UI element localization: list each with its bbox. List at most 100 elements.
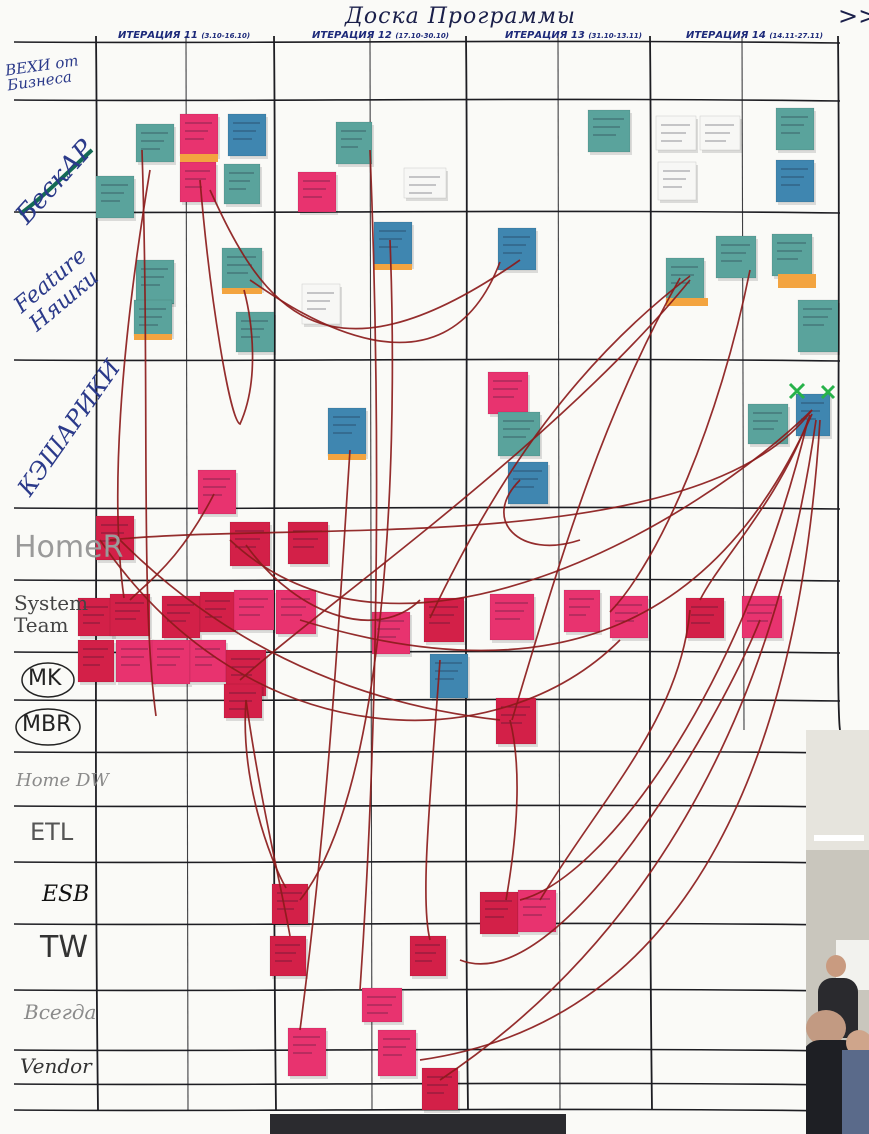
- grid-row-line: [13, 922, 841, 926]
- yarn-dependency-string: [439, 419, 817, 1081]
- sticky-note: [77, 597, 115, 637]
- sticky-note: [109, 593, 151, 637]
- yarn-dependency-string: [245, 699, 291, 937]
- sticky-note: [229, 521, 271, 567]
- sticky-note-orange-tab: [374, 264, 412, 270]
- sticky-note: [373, 221, 413, 267]
- yarn-dependency-string: [141, 149, 157, 717]
- iteration-header-13: ИТЕРАЦИЯ 13 (31.10-13.11): [505, 30, 642, 41]
- row-label-system-team: System Team: [14, 591, 89, 637]
- sticky-note: [361, 987, 403, 1023]
- sticky-note: [795, 393, 831, 437]
- iteration-header-11: ИТЕРАЦИЯ 11 (3.10-16.10): [118, 30, 251, 41]
- yarn-dependency-string: [229, 409, 813, 605]
- yarn-dependency-string: [299, 449, 351, 1031]
- sticky-note-orange-tab: [778, 274, 816, 288]
- sticky-note: [297, 171, 337, 213]
- sticky-note: [269, 935, 307, 977]
- yarn-dependency-string: [299, 239, 394, 901]
- sticky-note-orange-tab: [328, 454, 366, 460]
- board-bottom-edge: [270, 1114, 566, 1134]
- sticky-note: [197, 469, 237, 515]
- sticky-note: [655, 115, 697, 151]
- iteration-header-14: ИТЕРАЦИЯ 14 (14.11-27.11): [686, 30, 823, 41]
- green-pin-icon: [820, 384, 836, 400]
- sticky-note: [487, 371, 529, 415]
- sticky-note: [135, 259, 175, 305]
- yarn-dependency-string: [245, 544, 421, 621]
- sticky-note: [403, 167, 447, 199]
- sticky-note: [517, 889, 557, 933]
- row-label-mk: MK: [28, 666, 62, 691]
- row-label-mbr: MBR: [22, 712, 72, 737]
- yarn-dependency-string: [299, 413, 813, 652]
- sticky-note: [685, 597, 725, 639]
- yarn-dependency-string: [116, 169, 151, 599]
- yarn-dependency-string: [99, 539, 621, 722]
- room-photo-inset: [806, 730, 869, 1134]
- yarn-dependency-string: [699, 414, 811, 601]
- yarn-dependency-string: [459, 619, 761, 965]
- yarn-dependency-string: [249, 261, 501, 344]
- sticky-note: [179, 161, 217, 203]
- sticky-note: [275, 589, 317, 635]
- sticky-note: [423, 597, 465, 643]
- sticky-note: [77, 639, 115, 683]
- sticky-note: [587, 109, 631, 153]
- sticky-note: [657, 161, 697, 201]
- yarn-dependency-string: [511, 277, 681, 721]
- sticky-note: [133, 299, 173, 337]
- sticky-note: [335, 121, 373, 165]
- green-pin-icon: [788, 382, 806, 400]
- row-label-homer: HomeR: [14, 530, 124, 565]
- sticky-note: [301, 283, 341, 325]
- grid-subcolumn-line: [185, 35, 189, 1111]
- yarn-dependency-string: [209, 189, 521, 330]
- row-label-vendor: Vendor: [20, 1054, 92, 1078]
- sticky-note: [771, 233, 813, 277]
- sticky-note: [609, 595, 649, 639]
- grid-row-line: [13, 578, 841, 582]
- sticky-note: [563, 589, 601, 633]
- grid-row-line: [13, 40, 841, 44]
- row-label-esb: ESB: [42, 882, 90, 907]
- grid-row-line: [13, 98, 841, 102]
- grid-column-line: [273, 35, 277, 1111]
- grid-row-line: [13, 750, 841, 754]
- sticky-note: [115, 639, 155, 683]
- sticky-note: [421, 1067, 459, 1111]
- grid-row-line: [13, 860, 841, 864]
- row-label-etl: ETL: [30, 818, 74, 846]
- yarn-dependency-string: [419, 419, 821, 1061]
- yarn-dependency-string: [244, 699, 287, 889]
- yarn-dependency-string: [505, 719, 518, 901]
- yarn-dependency-string: [429, 275, 691, 619]
- sticky-note: [235, 311, 275, 353]
- sticky-note: [479, 891, 519, 935]
- yarn-dependency-string: [199, 179, 254, 426]
- sticky-note: [797, 299, 839, 353]
- iteration-header-12: ИТЕРАЦИЯ 12 (17.10-30.10): [312, 30, 449, 41]
- yarn-dependency-string: [425, 659, 441, 941]
- sticky-note-orange-tab: [134, 334, 172, 340]
- grid-row-line: [13, 1108, 841, 1112]
- sticky-note: [223, 683, 263, 719]
- sticky-note-orange-tab: [666, 298, 708, 306]
- yarn-dependency-string: [539, 609, 691, 901]
- yarn-dependency-string: [129, 493, 215, 601]
- sticky-note: [223, 163, 261, 205]
- grid-row-line: [13, 804, 841, 808]
- mbr-circle: [15, 708, 81, 746]
- sticky-note: [233, 589, 275, 631]
- grid-column-line: [837, 35, 841, 731]
- sticky-note-orange-tab: [222, 288, 262, 294]
- sticky-note-orange-tab: [180, 154, 218, 162]
- board-title: Доска Программы: [345, 4, 576, 29]
- sticky-note: [227, 113, 267, 157]
- grid-column-line: [465, 35, 469, 1111]
- sticky-note: [409, 935, 447, 977]
- row-label-always: Всегда: [24, 1000, 97, 1024]
- yarn-dependency-string: [503, 479, 581, 547]
